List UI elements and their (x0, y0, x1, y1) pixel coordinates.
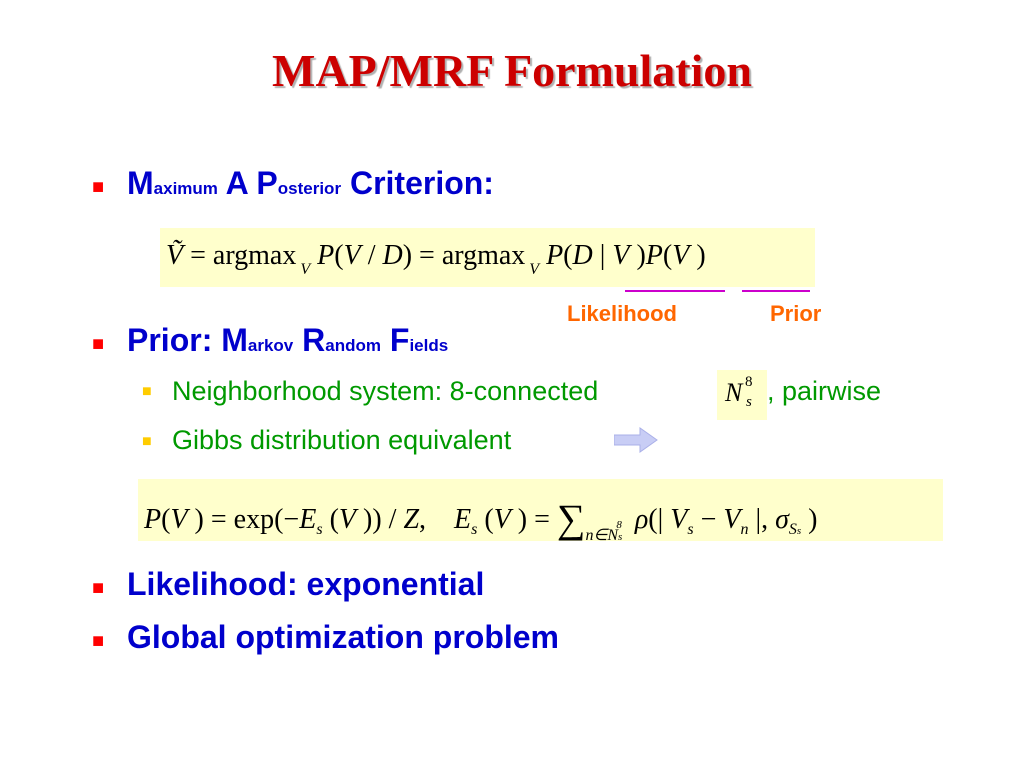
right-arrow-icon (614, 427, 658, 453)
bullet-text-part: M (127, 165, 154, 201)
bullet-map-criterion: Maximum A Posterior Criterion: (127, 165, 494, 202)
sub-bullet-marker: ■ (142, 383, 152, 400)
bullet-text-part: ields (409, 336, 449, 355)
bullet-text-part: A P (217, 165, 278, 201)
sub-bullet-neighborhood-after: , pairwise (767, 376, 882, 406)
bullet-marker: ■ (92, 630, 105, 652)
bullet-text-part: arkov (247, 336, 294, 355)
sub-bullet-gibbs: Gibbs distribution equivalent (172, 425, 512, 455)
gibbs-equation-box: P(V ) = exp(−Es (V )) / Z, Es (V ) = ∑n∈… (138, 479, 943, 544)
map-equation-box: Ṽ = argmax V P(V / D) = argmax V P(D | V… (160, 228, 815, 287)
prior-label: Prior (770, 301, 822, 326)
likelihood-label: Likelihood (567, 301, 677, 326)
bullet-text-part: Prior: M (127, 322, 248, 358)
bullet-text-part: F (381, 322, 410, 358)
bullet-marker: ■ (92, 176, 105, 198)
bullet-text-part: Criterion: (341, 165, 494, 201)
prior-underline (742, 290, 810, 292)
bullet-text-part: andom (325, 336, 381, 355)
map-equation: Ṽ = argmax V P(V / D) = argmax V P(D | V… (166, 240, 706, 278)
bullet-text-part: osterior (277, 179, 342, 198)
bullet-marker: ■ (92, 577, 105, 599)
bullet-text-part: aximum (153, 179, 218, 198)
bullet-global-optimization: Global optimization problem (127, 619, 559, 655)
bullet-text-part: R (293, 322, 326, 358)
bullet-marker: ■ (92, 333, 105, 355)
slide-title: MAP/MRF Formulation (272, 45, 752, 96)
bullet-prior-mrf: Prior: Markov Random Fields (127, 322, 448, 359)
likelihood-underline (625, 290, 725, 292)
sub-bullet-neighborhood-before: Neighborhood system: 8-connected (172, 376, 599, 406)
gibbs-equation: P(V ) = exp(−Es (V )) / Z, Es (V ) = ∑n∈… (144, 496, 818, 544)
bullet-likelihood: Likelihood: exponential (127, 566, 485, 602)
sub-bullet-marker: ■ (142, 433, 152, 450)
